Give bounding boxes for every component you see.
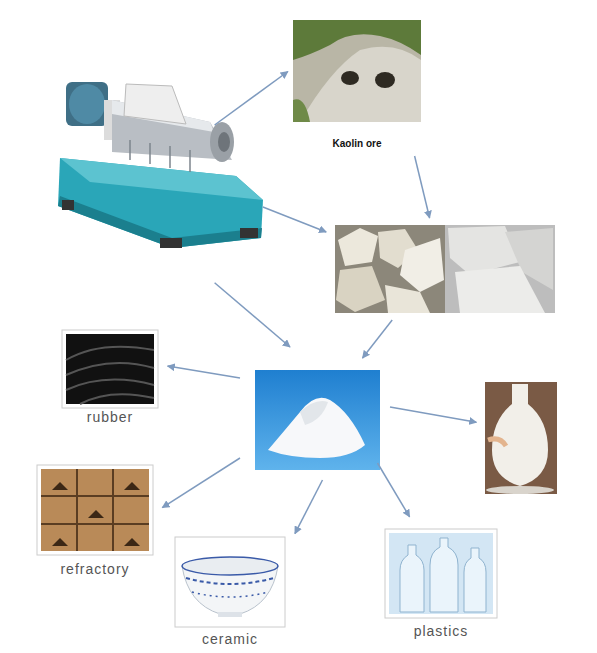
refractory-photo [37,465,153,555]
lumps-node [335,225,555,313]
product-node: refractory [37,465,153,577]
product-label: Kaolin ore [293,137,421,150]
flow-arrow [168,366,240,378]
product-label: plastics [385,623,497,639]
ceramic-photo [175,537,285,627]
product-label: rubber [62,409,158,425]
powder-node [255,370,380,470]
flow-arrow [215,72,288,126]
centrifuge-node [55,45,265,250]
product-node: plastics [385,529,497,639]
flow-arrow [162,458,240,508]
product-node: ceramic [175,537,285,647]
vase-node [485,382,557,494]
ore-node: Kaolin ore [293,20,421,152]
product-label: ceramic [175,631,285,647]
flow-arrow [363,320,393,358]
kaolin-ore-photo [293,20,421,122]
product-node: rubber [62,330,158,425]
rubber-photo [62,330,158,408]
vase-photo [485,382,557,494]
flow-arrow [295,480,323,534]
centrifuge-illustration [58,82,263,248]
flow-arrow [390,407,476,422]
flow-arrow [263,207,326,232]
plastics-photo [385,529,497,618]
kaolin-lumps-photo [335,225,555,313]
flow-arrow [215,283,290,347]
flow-arrow [378,463,410,517]
kaolin-powder-photo [255,370,380,470]
product-label: refractory [37,561,153,577]
flow-arrow [415,156,430,218]
